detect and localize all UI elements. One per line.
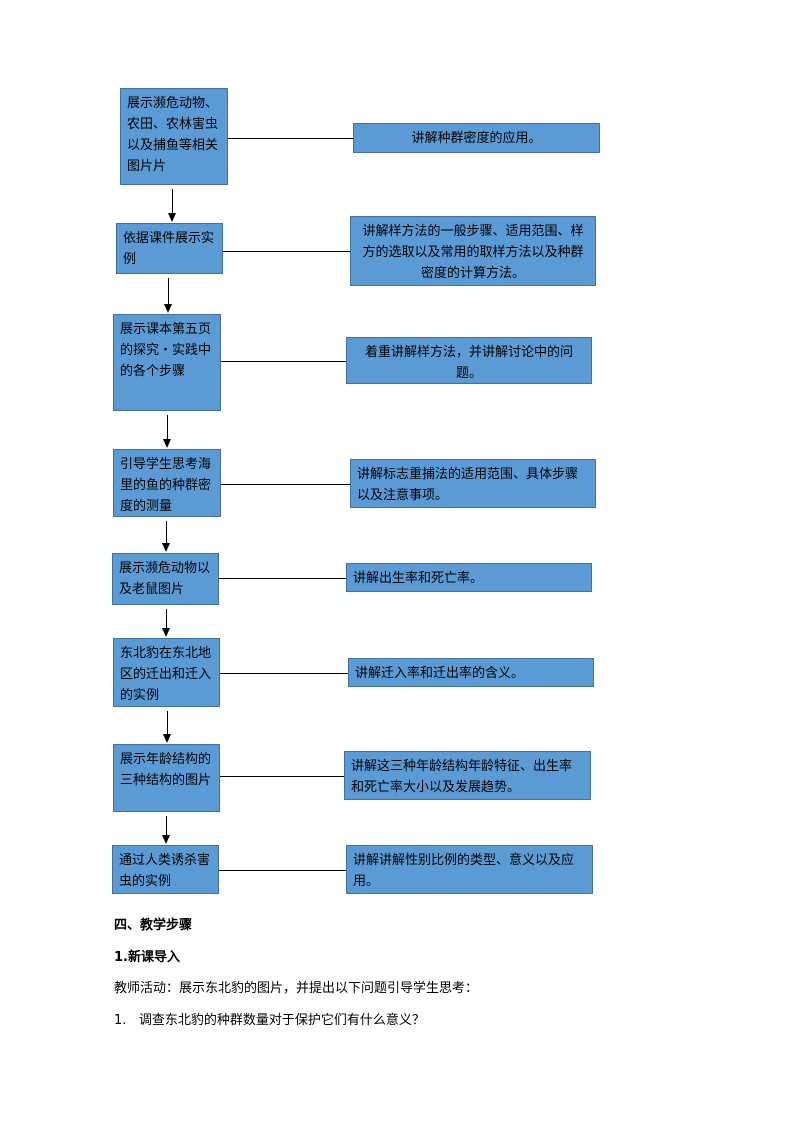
connector-line [220, 776, 344, 777]
flow-explanation-box: 讲解讲解性别比例的类型、意义以及应用。 [346, 845, 593, 894]
flow-explanation-box: 讲解样方法的一般步骤、适用范围、样方的选取以及常用的取样方法以及种群密度的计算方… [350, 216, 596, 286]
arrow-line [166, 816, 167, 836]
arrow-down-icon [162, 835, 170, 844]
connector-line [220, 673, 348, 674]
list-item-text: 调查东北豹的种群数量对于保护它们有什么意义？ [138, 1013, 425, 1028]
arrow-down-icon [168, 213, 176, 222]
flow-step-box: 依据课件展示实例 [116, 223, 223, 274]
flow-step-box: 通过人类诱杀害虫的实例 [112, 845, 219, 894]
flow-step-box: 展示课本第五页的探究・实践中的各个步骤 [113, 314, 221, 411]
arrow-down-icon [162, 628, 170, 637]
arrow-line [166, 609, 167, 629]
connector-line [223, 251, 350, 252]
connector-line [221, 361, 346, 362]
flow-step-box: 展示濒危动物、农田、农林害虫以及捕鱼等相关图片片 [120, 88, 228, 185]
arrow-down-icon [164, 304, 172, 313]
list-number: 1. [114, 1013, 127, 1028]
flow-step-box: 东北豹在东北地区的迁出和迁入的实例 [113, 638, 220, 707]
connector-line [228, 138, 353, 139]
section-heading: 四、教学步骤 [114, 918, 193, 933]
arrow-line [166, 521, 167, 544]
paragraph: 教师活动：展示东北豹的图片，并提出以下问题引导学生思考： [114, 981, 479, 996]
flow-step-box: 展示濒危动物以及老鼠图片 [112, 553, 219, 605]
connector-line [219, 870, 346, 871]
arrow-line [172, 189, 173, 214]
flow-explanation-box: 讲解这三种年龄结构年龄特征、出生率和死亡率大小以及发展趋势。 [344, 751, 591, 800]
arrow-down-icon [162, 543, 170, 552]
connector-line [221, 484, 350, 485]
arrow-line [167, 415, 168, 440]
arrow-line [167, 711, 168, 735]
flow-explanation-box: 讲解种群密度的应用。 [353, 123, 600, 153]
arrow-down-icon [163, 734, 171, 743]
flow-step-box: 展示年龄结构的三种结构的图片 [113, 744, 220, 812]
connector-line [219, 578, 346, 579]
flow-step-box: 引导学生思考海里的鱼的种群密度的测量 [113, 449, 221, 517]
list-item: 1. 调查东北豹的种群数量对于保护它们有什么意义？ [114, 1009, 425, 1028]
flow-explanation-box: 讲解迁入率和迁出率的含义。 [348, 658, 594, 687]
flow-explanation-box: 着重讲解样方法，并讲解讨论中的问题。 [346, 337, 592, 384]
flow-explanation-box: 讲解出生率和死亡率。 [346, 563, 592, 592]
flow-explanation-box: 讲解标志重捕法的适用范围、具体步骤以及注意事项。 [350, 459, 596, 508]
arrow-line [168, 278, 169, 305]
subheading: 1.新课导入 [114, 950, 180, 965]
arrow-down-icon [163, 439, 171, 448]
